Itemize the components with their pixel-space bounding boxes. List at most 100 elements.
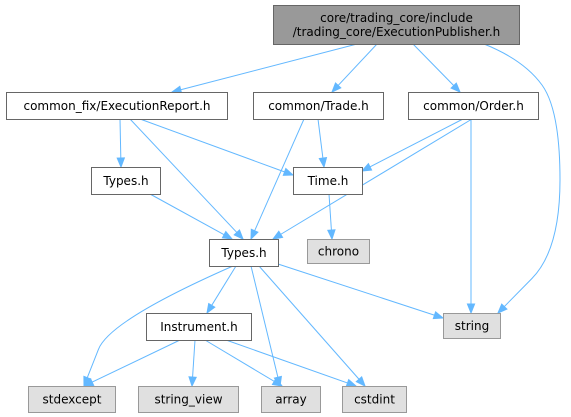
edge-arrowhead xyxy=(188,376,197,388)
node-box xyxy=(146,313,252,341)
node-string: string xyxy=(443,313,501,339)
node-box xyxy=(209,239,279,267)
edge-arrowhead xyxy=(233,229,244,240)
node-box xyxy=(261,386,321,413)
node-label: Instrument.h xyxy=(160,320,237,334)
edge-line xyxy=(412,43,455,87)
edge-arrowhead xyxy=(282,167,295,176)
node-array: array xyxy=(261,386,321,413)
node-types[interactable]: Types.h xyxy=(209,239,279,267)
edge-arrowhead xyxy=(250,228,259,241)
node-label: cstdint xyxy=(354,393,395,407)
node-label: array xyxy=(275,393,306,407)
edge-arrowhead xyxy=(271,230,284,240)
edge-root-to-string xyxy=(483,43,561,314)
edge-trade-to-types xyxy=(250,118,305,241)
edge-line xyxy=(139,118,286,173)
node-label: Types.h xyxy=(220,246,266,260)
node-chrono: chrono xyxy=(307,239,370,264)
edge-arrowhead xyxy=(327,229,336,241)
edge-exec_report-to-fix_types xyxy=(116,118,126,169)
edge-arrowhead xyxy=(116,157,126,169)
node-label: core/trading_core/include xyxy=(320,11,473,25)
edge-arrowhead xyxy=(360,162,373,172)
edges-layer xyxy=(82,43,561,388)
edge-exec_report-to-types xyxy=(129,118,244,240)
node-label: stdexcept xyxy=(43,393,102,407)
edge-trade-to-time xyxy=(317,118,328,169)
edge-line xyxy=(86,265,234,379)
node-box xyxy=(138,386,239,413)
edge-line xyxy=(277,263,436,316)
edge-line xyxy=(90,339,181,383)
edge-line xyxy=(317,118,324,160)
node-cstdint: cstdint xyxy=(342,386,407,413)
node-stdexcept: stdexcept xyxy=(28,386,116,413)
node-box xyxy=(253,92,384,120)
node-box xyxy=(408,92,539,120)
edge-instrument-to-string_view xyxy=(188,339,197,388)
edge-line xyxy=(368,118,464,168)
edge-order-to-types xyxy=(271,118,473,240)
node-box xyxy=(28,386,116,413)
node-box xyxy=(293,167,363,195)
node-root[interactable]: core/trading_core/include/trading_core/E… xyxy=(273,5,520,45)
node-label: string xyxy=(455,319,489,333)
edge-arrowhead xyxy=(450,82,461,93)
edge-line xyxy=(250,265,279,379)
edge-types-to-cstdint xyxy=(258,265,366,388)
edge-instrument-to-cstdint xyxy=(225,339,358,387)
node-box xyxy=(342,386,407,413)
node-exec-report[interactable]: common_fix/ExecutionReport.h xyxy=(6,92,228,120)
node-box xyxy=(91,167,161,195)
edge-line xyxy=(119,118,122,160)
node-box xyxy=(6,92,228,120)
edge-types-to-array xyxy=(250,265,283,388)
node-label: common/Order.h xyxy=(423,99,524,113)
edge-exec_report-to-time xyxy=(139,118,295,176)
node-instrument[interactable]: Instrument.h xyxy=(146,313,252,341)
edge-line xyxy=(149,193,226,236)
edge-root-to-exec_report xyxy=(170,43,358,94)
edge-instrument-to-array xyxy=(204,339,284,387)
edge-line xyxy=(328,193,332,232)
edge-types-to-instrument xyxy=(206,265,237,315)
edge-time-to-chrono xyxy=(327,193,336,241)
edge-arrowhead xyxy=(345,378,358,387)
edge-arrowhead xyxy=(432,310,445,320)
edge-instrument-to-stdexcept xyxy=(82,339,181,387)
node-string-view: string_view xyxy=(138,386,239,413)
edge-arrowhead xyxy=(206,302,216,315)
edge-line xyxy=(279,118,473,236)
node-label: chrono xyxy=(318,245,359,259)
edge-line xyxy=(258,265,361,381)
edge-line xyxy=(483,43,561,308)
edge-types-to-string xyxy=(277,263,445,320)
edge-arrowhead xyxy=(331,82,342,93)
node-trade[interactable]: common/Trade.h xyxy=(253,92,384,120)
edge-order-to-string xyxy=(466,119,476,315)
edge-line xyxy=(253,118,305,232)
node-label: /trading_core/ExecutionPublisher.h xyxy=(293,25,501,39)
node-box xyxy=(273,5,520,45)
edge-line xyxy=(129,118,238,234)
edge-line xyxy=(192,339,196,379)
edge-line xyxy=(179,43,358,91)
node-order[interactable]: common/Order.h xyxy=(408,92,539,120)
node-fix-types[interactable]: Types.h xyxy=(91,167,161,195)
node-label: common/Trade.h xyxy=(268,99,369,113)
edge-arrowhead xyxy=(466,303,476,315)
edge-arrowhead xyxy=(221,230,234,240)
node-box xyxy=(443,313,501,339)
edge-arrowhead xyxy=(355,376,366,388)
edge-root-to-order xyxy=(412,43,461,93)
node-time[interactable]: Time.h xyxy=(293,167,363,195)
node-label: common_fix/ExecutionReport.h xyxy=(23,99,210,113)
edge-fix_types-to-types xyxy=(149,193,234,240)
nodes-layer: core/trading_core/include/trading_core/E… xyxy=(6,5,539,413)
edge-arrowhead xyxy=(318,157,328,169)
edge-root-to-trade xyxy=(331,43,378,93)
edge-order-to-time xyxy=(360,118,464,172)
edge-line xyxy=(337,43,378,87)
